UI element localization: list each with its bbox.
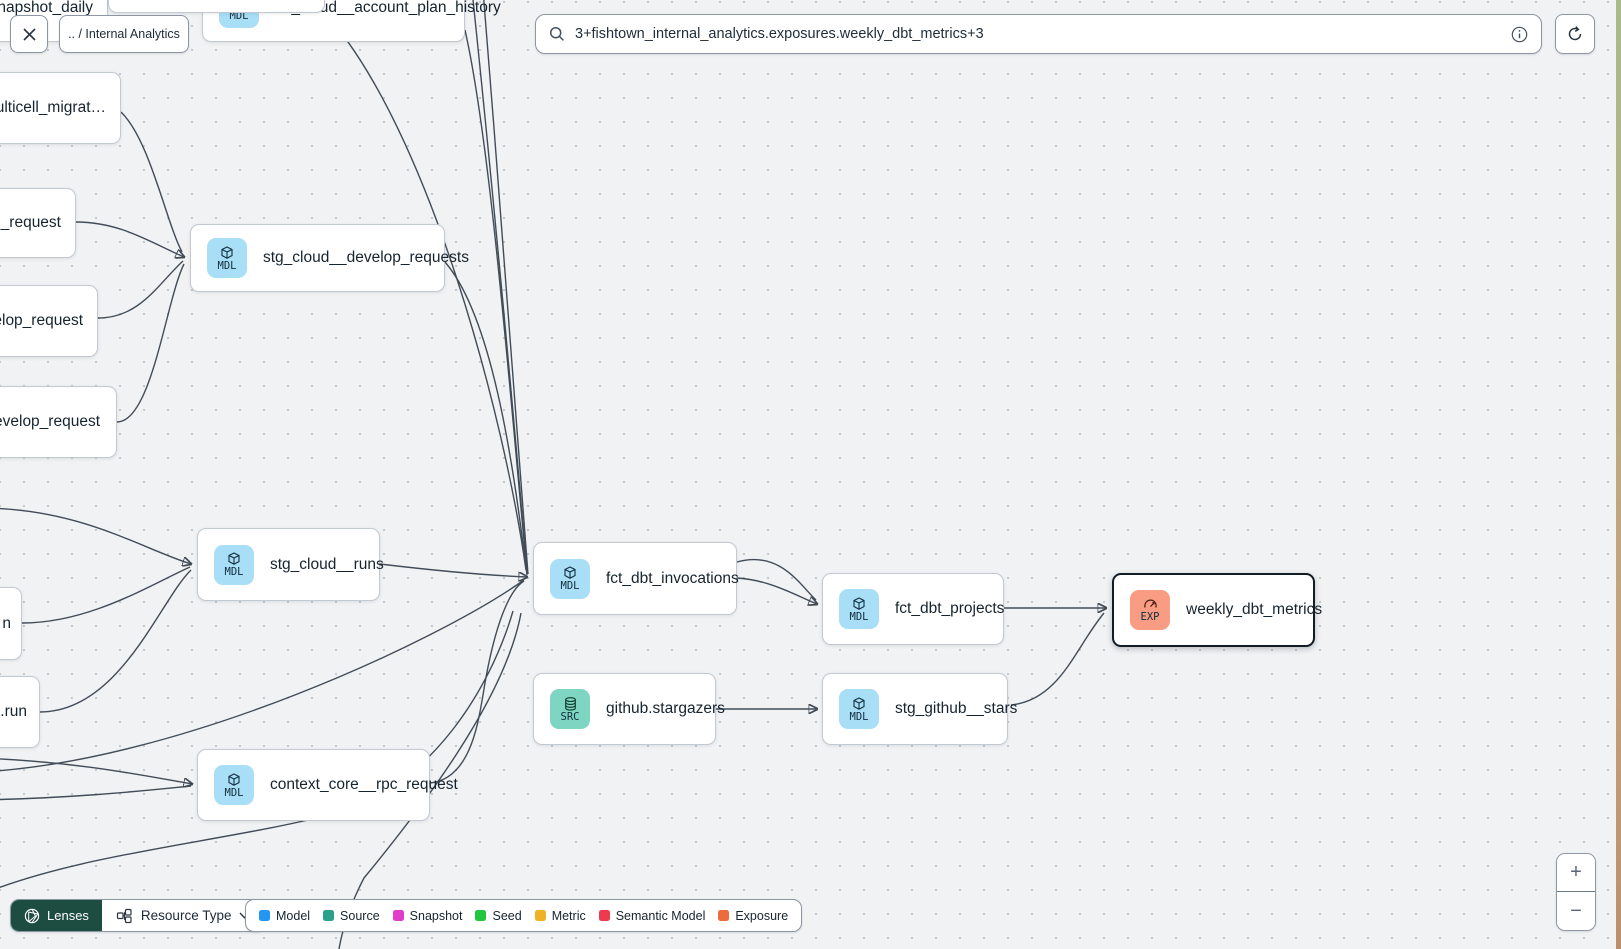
node-weekly-dbt-metrics[interactable]: EXP weekly_dbt_metrics bbox=[1112, 573, 1322, 647]
model-badge: MDL bbox=[550, 558, 590, 599]
model-badge: MDL bbox=[839, 589, 879, 629]
model-swatch bbox=[259, 910, 270, 921]
lenses-button[interactable]: Lenses bbox=[11, 900, 102, 931]
legend-item-snapshot: Snapshot bbox=[392, 909, 462, 923]
node-label: stg_cloud__runs bbox=[270, 555, 384, 573]
search-icon bbox=[549, 26, 564, 41]
legend-item-model: Model bbox=[259, 909, 310, 923]
source-badge: SRC bbox=[550, 689, 590, 729]
node-label: p_request bbox=[0, 214, 61, 231]
node-partial-run[interactable]: .run bbox=[0, 676, 40, 748]
zoom-in-button[interactable]: + bbox=[1557, 854, 1595, 892]
node-partial-n[interactable]: n bbox=[0, 587, 22, 660]
model-badge: MDL bbox=[207, 238, 247, 278]
zoom-controls: + − bbox=[1556, 853, 1596, 931]
node-label: int_cloud__account_plan_history bbox=[275, 0, 501, 16]
search-bar[interactable] bbox=[535, 14, 1542, 54]
exposure-badge: EXP bbox=[1130, 590, 1170, 630]
node-label: n bbox=[2, 614, 11, 632]
gauge-icon bbox=[1143, 599, 1157, 608]
node-stg-cloud-develop-requests[interactable]: MDL stg_cloud__develop_requests bbox=[190, 224, 469, 292]
node-label: stg_github__stars bbox=[895, 700, 1018, 717]
refresh-icon bbox=[1568, 26, 1582, 41]
node-stg-github-stars[interactable]: MDL stg_github__stars bbox=[822, 673, 1017, 745]
model-badge: MDL bbox=[214, 544, 254, 585]
zoom-out-button[interactable]: − bbox=[1557, 892, 1595, 930]
semantic-model-swatch bbox=[598, 910, 610, 921]
node-label: context_core__rpc_request bbox=[270, 776, 458, 793]
model-badge: MDL bbox=[214, 765, 254, 805]
seed-swatch bbox=[475, 910, 487, 921]
search-input[interactable] bbox=[575, 26, 1501, 42]
node-label: velop_request bbox=[0, 312, 83, 329]
legend-item-exposure: Exposure bbox=[718, 909, 788, 923]
metric-swatch bbox=[534, 910, 546, 921]
node-label: .run bbox=[0, 703, 27, 720]
node-label: fct_dbt_projects bbox=[895, 600, 1005, 617]
source-swatch bbox=[323, 910, 335, 921]
node-develop-request[interactable]: .develop_request bbox=[0, 386, 117, 458]
resource-type-legend: Model Source Snapshot Seed Metric Semant… bbox=[245, 899, 803, 932]
cube-icon bbox=[853, 696, 865, 710]
legend-item-source: Source bbox=[323, 909, 380, 923]
node-p-request[interactable]: p_request bbox=[0, 188, 76, 258]
info-icon[interactable] bbox=[1511, 26, 1528, 43]
node-partial-top[interactable] bbox=[108, 0, 325, 13]
node-label: multicell_migrat… bbox=[0, 99, 106, 116]
lenses-label: Lenses bbox=[47, 908, 89, 923]
cube-icon bbox=[564, 566, 576, 579]
node-multicell-migrat[interactable]: multicell_migrat… bbox=[0, 72, 121, 144]
close-button[interactable] bbox=[10, 15, 48, 53]
node-github-stargazers[interactable]: SRC github.stargazers bbox=[533, 673, 725, 745]
model-badge: MDL bbox=[839, 689, 879, 729]
legend-item-seed: Seed bbox=[475, 909, 522, 923]
node-label: .develop_request bbox=[0, 413, 100, 430]
cube-icon bbox=[853, 596, 865, 610]
database-icon bbox=[564, 696, 576, 711]
node-label: stg_cloud__develop_requests bbox=[263, 249, 469, 266]
lenses-icon bbox=[24, 908, 40, 923]
node-label: weekly_dbt_metrics bbox=[1186, 601, 1323, 618]
node-label: fct_dbt_invocations bbox=[606, 569, 739, 587]
lenses-toolbar: Lenses Resource Type bbox=[10, 899, 266, 932]
node-stg-cloud-runs[interactable]: MDL stg_cloud__runs bbox=[197, 528, 384, 601]
legend-item-semantic-model: Semantic Model bbox=[598, 909, 705, 923]
node-label: github.stargazers bbox=[606, 700, 725, 717]
node-context-core-rpc-request[interactable]: MDL context_core__rpc_request bbox=[197, 749, 458, 821]
resource-type-dropdown[interactable]: Resource Type bbox=[102, 900, 265, 931]
refresh-button[interactable] bbox=[1555, 14, 1595, 54]
snapshot-swatch bbox=[392, 910, 404, 921]
node-velop-request[interactable]: velop_request bbox=[0, 285, 98, 357]
close-icon bbox=[22, 27, 36, 41]
cube-icon bbox=[228, 552, 240, 565]
node-fct-dbt-invocations[interactable]: MDL fct_dbt_invocations bbox=[533, 542, 739, 615]
resource-type-label: Resource Type bbox=[140, 908, 232, 923]
breadcrumb-label: .. / Internal Analytics bbox=[68, 27, 180, 41]
exposure-swatch bbox=[718, 910, 730, 921]
legend-item-metric: Metric bbox=[534, 909, 586, 923]
cube-icon bbox=[228, 772, 240, 786]
desktop-wallpaper-edge bbox=[1616, 0, 1621, 949]
cube-icon bbox=[221, 245, 233, 259]
breadcrumb[interactable]: .. / Internal Analytics bbox=[59, 15, 189, 53]
node-label: snapshot_daily bbox=[0, 0, 93, 16]
node-fct-dbt-projects[interactable]: MDL fct_dbt_projects bbox=[822, 573, 1004, 645]
resource-type-icon bbox=[116, 908, 132, 923]
